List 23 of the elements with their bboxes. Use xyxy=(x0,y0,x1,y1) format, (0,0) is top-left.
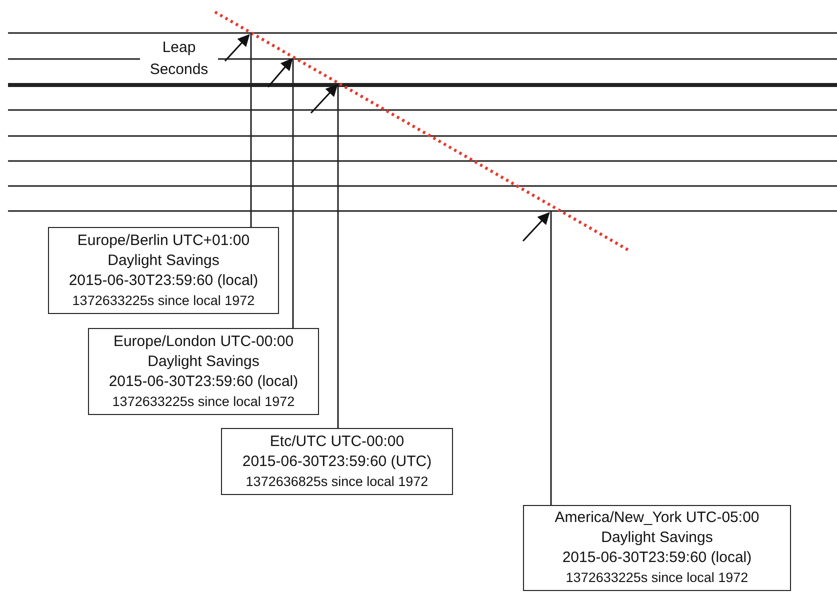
box-text: America/New_York UTC-05:00 xyxy=(554,508,760,528)
box-text: Etc/UTC UTC-00:00 xyxy=(270,432,404,452)
box-text: Daylight Savings xyxy=(601,528,713,548)
box-text: 2015-06-30T23:59:60 (local) xyxy=(68,270,258,290)
box-text: 1372633225s since local 1972 xyxy=(112,392,295,410)
box-text: Daylight Savings xyxy=(108,250,220,270)
box-text: 1372636825s since local 1972 xyxy=(246,472,428,490)
timezone-box xyxy=(523,505,791,591)
box-text: 2015-06-30T23:59:60 (local) xyxy=(108,372,298,392)
box-text: 2015-06-30T23:59:60 (UTC) xyxy=(242,452,432,472)
box-text: 2015-06-30T23:59:60 (local) xyxy=(562,548,752,568)
box-text: Europe/Berlin UTC+01:00 xyxy=(77,230,250,250)
timezone-box xyxy=(88,328,319,415)
box-text: 1372633225s since local 1972 xyxy=(566,569,748,587)
box-text: Daylight Savings xyxy=(148,352,260,372)
connector-line xyxy=(292,59,294,328)
timezone-box xyxy=(48,227,279,314)
box-text: 1372633225s since local 1972 xyxy=(72,292,255,310)
connector-line xyxy=(550,211,552,505)
connector-line xyxy=(337,85,339,428)
timezone-box xyxy=(221,428,453,495)
connector-line xyxy=(250,33,252,227)
box-text: Europe/London UTC-00:00 xyxy=(113,332,294,352)
